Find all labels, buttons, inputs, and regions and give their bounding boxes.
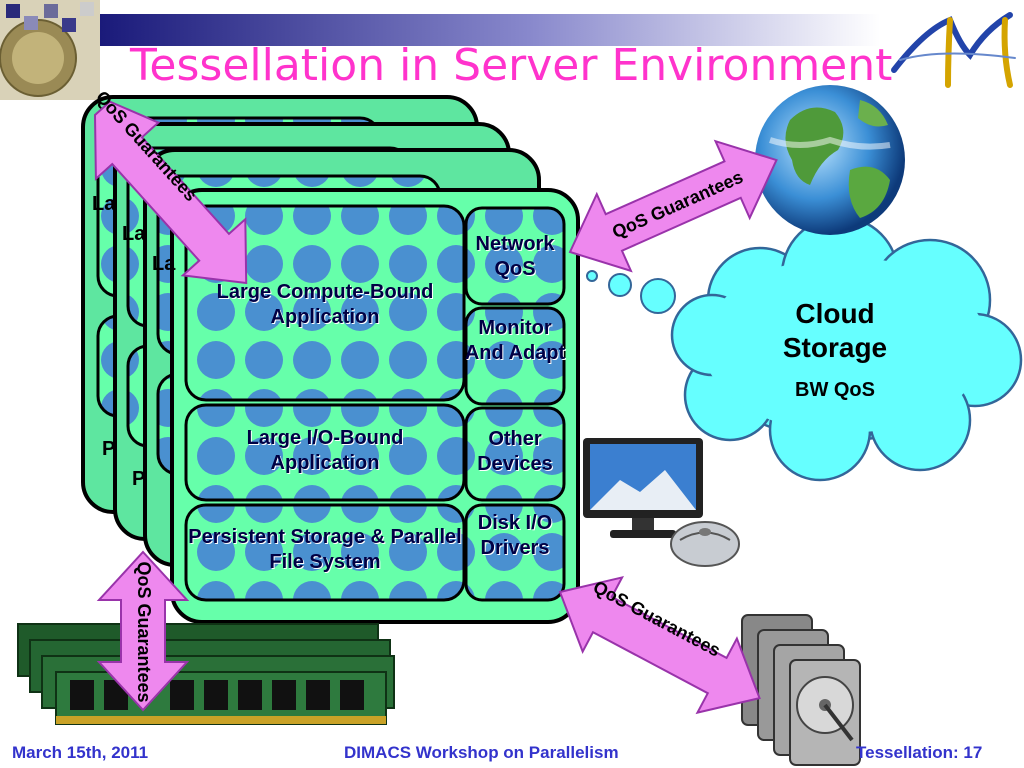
header-band [100,14,880,46]
qos-arrow-top-right [568,139,778,273]
io-box [184,403,466,502]
compute-box-label: Large Compute-Bound Application [216,281,434,328]
other-box [464,406,566,502]
disk-box [464,503,566,602]
cloud-subtitle: BW QoS [795,379,875,401]
memory-module-icon [17,623,395,725]
front-panel [170,188,580,624]
disk-box-label: Disk I/O Drivers [477,512,553,559]
back-layer-label: P [132,468,145,490]
hard-disk-icon [741,614,861,766]
network-box [464,206,566,306]
qos-arrow-bottom-left [96,550,190,712]
footer-date: March 15th, 2011 [12,743,149,762]
compute-box [184,204,466,402]
qos-arrow-top-left [93,100,248,285]
storage-box-label: Persistent Storage & Parallel File Syste… [188,526,462,573]
storage-box [184,503,466,602]
cloud-shape [670,215,1023,482]
network-box-label: Network QoS [475,233,555,280]
back-layer-label: La [122,223,146,245]
mouse-icon [670,521,740,567]
other-box-label: Other Devices [477,428,553,475]
qos-label-bottom-left: QoS Guarantees [134,561,154,702]
io-box-label: Large I/O-Bound Application [246,427,404,474]
qos-arrow-bottom-right [558,575,761,715]
back-layer-label: La [152,253,176,275]
slide-title: Tessellation in Server Environment [130,40,893,91]
monitor-box-label: Monitor And Adapt [464,317,566,364]
footer-event: DIMACS Workshop on Parallelism [344,743,619,762]
logo-icon [0,0,100,100]
monitor-icon [583,438,703,538]
thought-bubbles [586,270,676,314]
back-layer-label: P [102,438,115,460]
footer-page: Tessellation: 17 [856,743,983,762]
logo-icon [891,12,1016,88]
back-layer-label: La [92,193,116,215]
monitor-box [464,306,566,406]
globe-icon [755,85,905,235]
cloud-title: Cloud Storage [782,298,888,363]
